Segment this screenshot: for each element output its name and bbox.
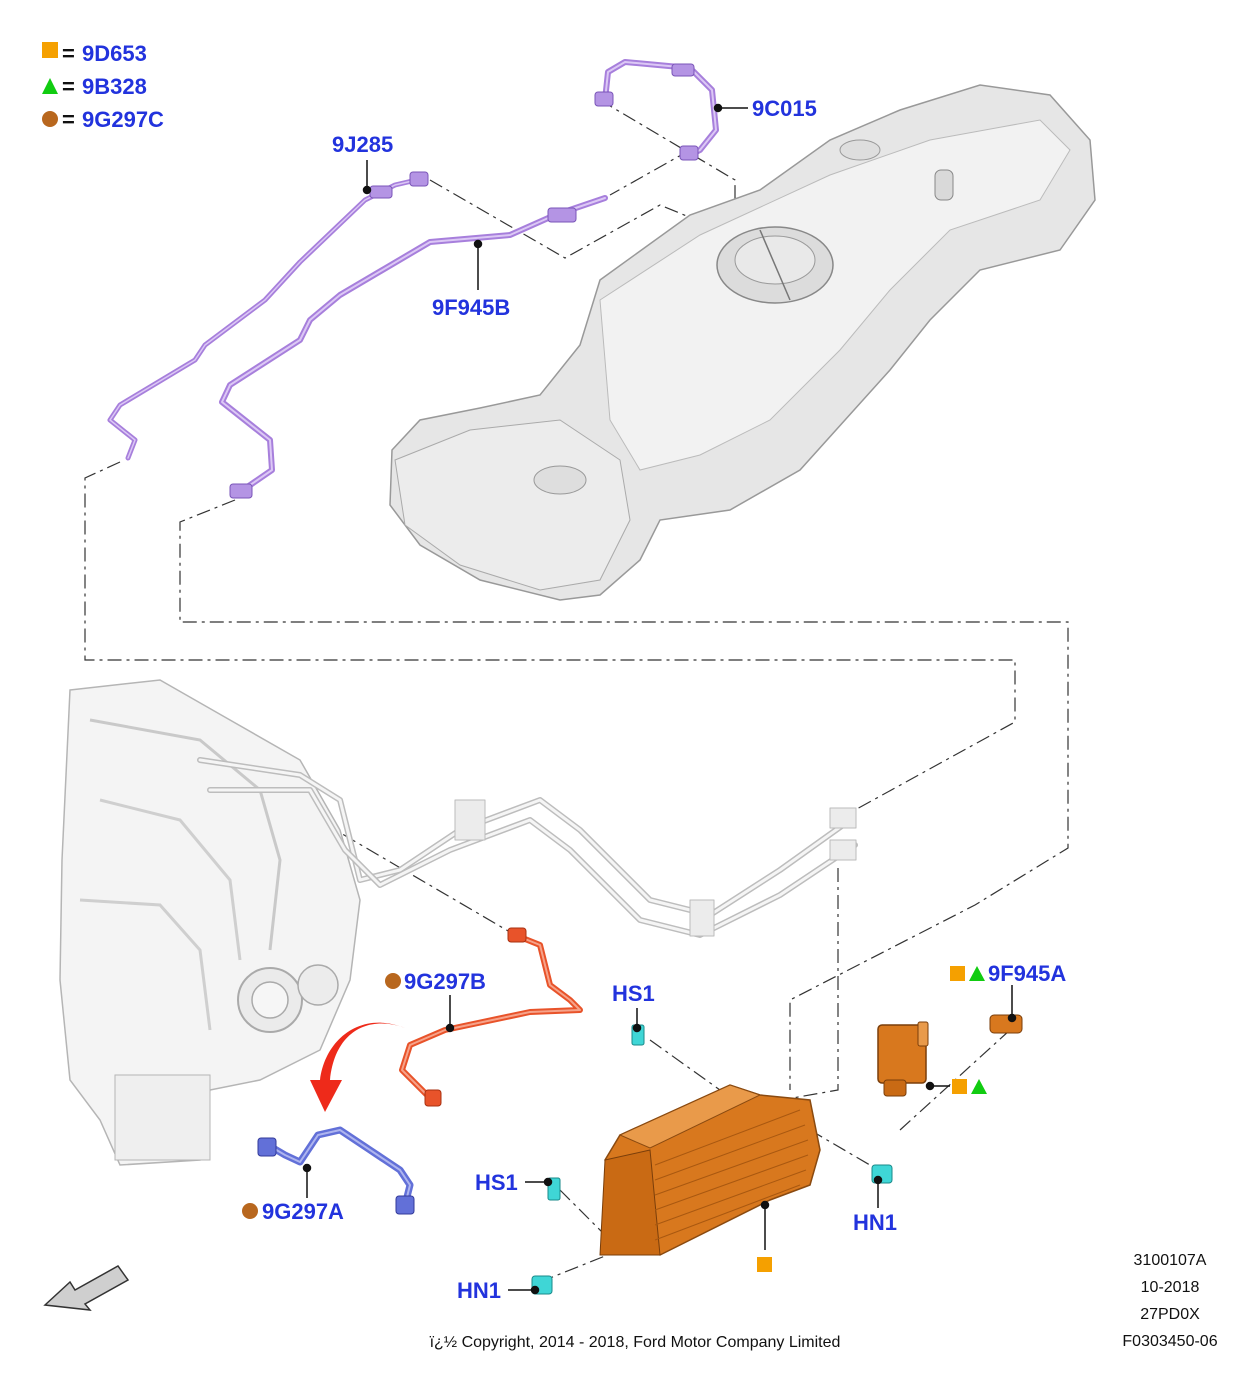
callout-HN1-right: HN1 xyxy=(853,1210,897,1235)
front-direction-arrow xyxy=(43,1265,130,1311)
callout-9F945A: 9F945A xyxy=(988,961,1066,986)
legend-equals-3: = xyxy=(62,107,75,132)
oil-pan xyxy=(114,1074,211,1161)
legend: = 9D653 = 9B328 = 9G297C xyxy=(42,41,164,132)
callout-9J285: 9J285 xyxy=(332,132,393,157)
engine-detail-3 xyxy=(79,898,212,1031)
purge-valve-square-symbol xyxy=(952,1079,967,1094)
engine-assembly xyxy=(59,679,361,1166)
leader-lines xyxy=(302,103,1017,1295)
callout-9F945A-square-symbol xyxy=(950,966,965,981)
callout-9G297A: 9G297A xyxy=(262,1199,344,1224)
info-code: F0303450-06 xyxy=(1122,1333,1217,1350)
engine-block xyxy=(59,679,361,1166)
fuel-pump-module-inner xyxy=(734,235,816,285)
curved-red-arrow-icon xyxy=(310,1022,405,1112)
connector-9F945A xyxy=(989,1014,1023,1034)
legend-square-symbol xyxy=(42,42,58,58)
legend-equals-2: = xyxy=(62,74,75,99)
purge-valve-triangle-symbol xyxy=(971,1079,987,1094)
evap-canister xyxy=(599,1084,821,1256)
tank-port-lower xyxy=(533,465,587,495)
legend-part-9B328: 9B328 xyxy=(82,74,147,99)
callout-9F945B: 9F945B xyxy=(432,295,510,320)
hose-9F945B xyxy=(219,195,608,499)
callout-9F945A-triangle-symbol xyxy=(969,966,985,981)
hose-9J285 xyxy=(107,171,429,461)
hose-9G297B xyxy=(399,927,583,1107)
canister-bracket xyxy=(599,1149,661,1256)
hose-9C015 xyxy=(594,59,719,161)
legend-part-9G297C: 9G297C xyxy=(82,107,164,132)
info-model: 27PD0X xyxy=(1140,1306,1200,1323)
callout-HN1-bottom: HN1 xyxy=(457,1278,501,1303)
fuel-tank-highlight xyxy=(599,119,1071,471)
tank-filler-neck xyxy=(934,169,954,201)
purge-valve xyxy=(877,1014,1023,1097)
tank-port-top xyxy=(839,139,881,161)
callout-HS1-bottom: HS1 xyxy=(475,1170,518,1195)
canister-top xyxy=(618,1084,762,1149)
info-date: 10-2018 xyxy=(1141,1279,1200,1296)
legend-equals-1: = xyxy=(62,41,75,66)
hose-9G297A xyxy=(257,1126,415,1215)
callout-9G297B: 9G297B xyxy=(404,969,486,994)
callouts: 9C015 9J285 9F945B 9G297B 9G297A HS1 HS1… xyxy=(242,96,1066,1303)
callout-9G297B-circle-symbol xyxy=(385,973,401,989)
replacement-arrow xyxy=(310,1022,405,1112)
copyright-notice: ï¿½ Copyright, 2014 - 2018, Ford Motor C… xyxy=(430,1334,841,1351)
legend-triangle-symbol xyxy=(42,78,58,94)
legend-part-9D653: 9D653 xyxy=(82,41,147,66)
drawing-info: 3100107A 10-2018 27PD0X F0303450-06 xyxy=(1122,1252,1217,1350)
fuel-tank-lower-lobe xyxy=(394,419,631,591)
direction-arrow-icon xyxy=(43,1265,130,1311)
engine-detail-2 xyxy=(99,798,242,961)
legend-circle-symbol xyxy=(42,111,58,127)
callout-HS1-top: HS1 xyxy=(612,981,655,1006)
fuel-tank xyxy=(389,84,1096,601)
fuel-line-bundle xyxy=(197,757,858,938)
canister-square-symbol xyxy=(757,1257,772,1272)
callout-9C015: 9C015 xyxy=(752,96,817,121)
info-ref: 3100107A xyxy=(1134,1252,1207,1269)
callout-9G297A-circle-symbol xyxy=(242,1203,258,1219)
